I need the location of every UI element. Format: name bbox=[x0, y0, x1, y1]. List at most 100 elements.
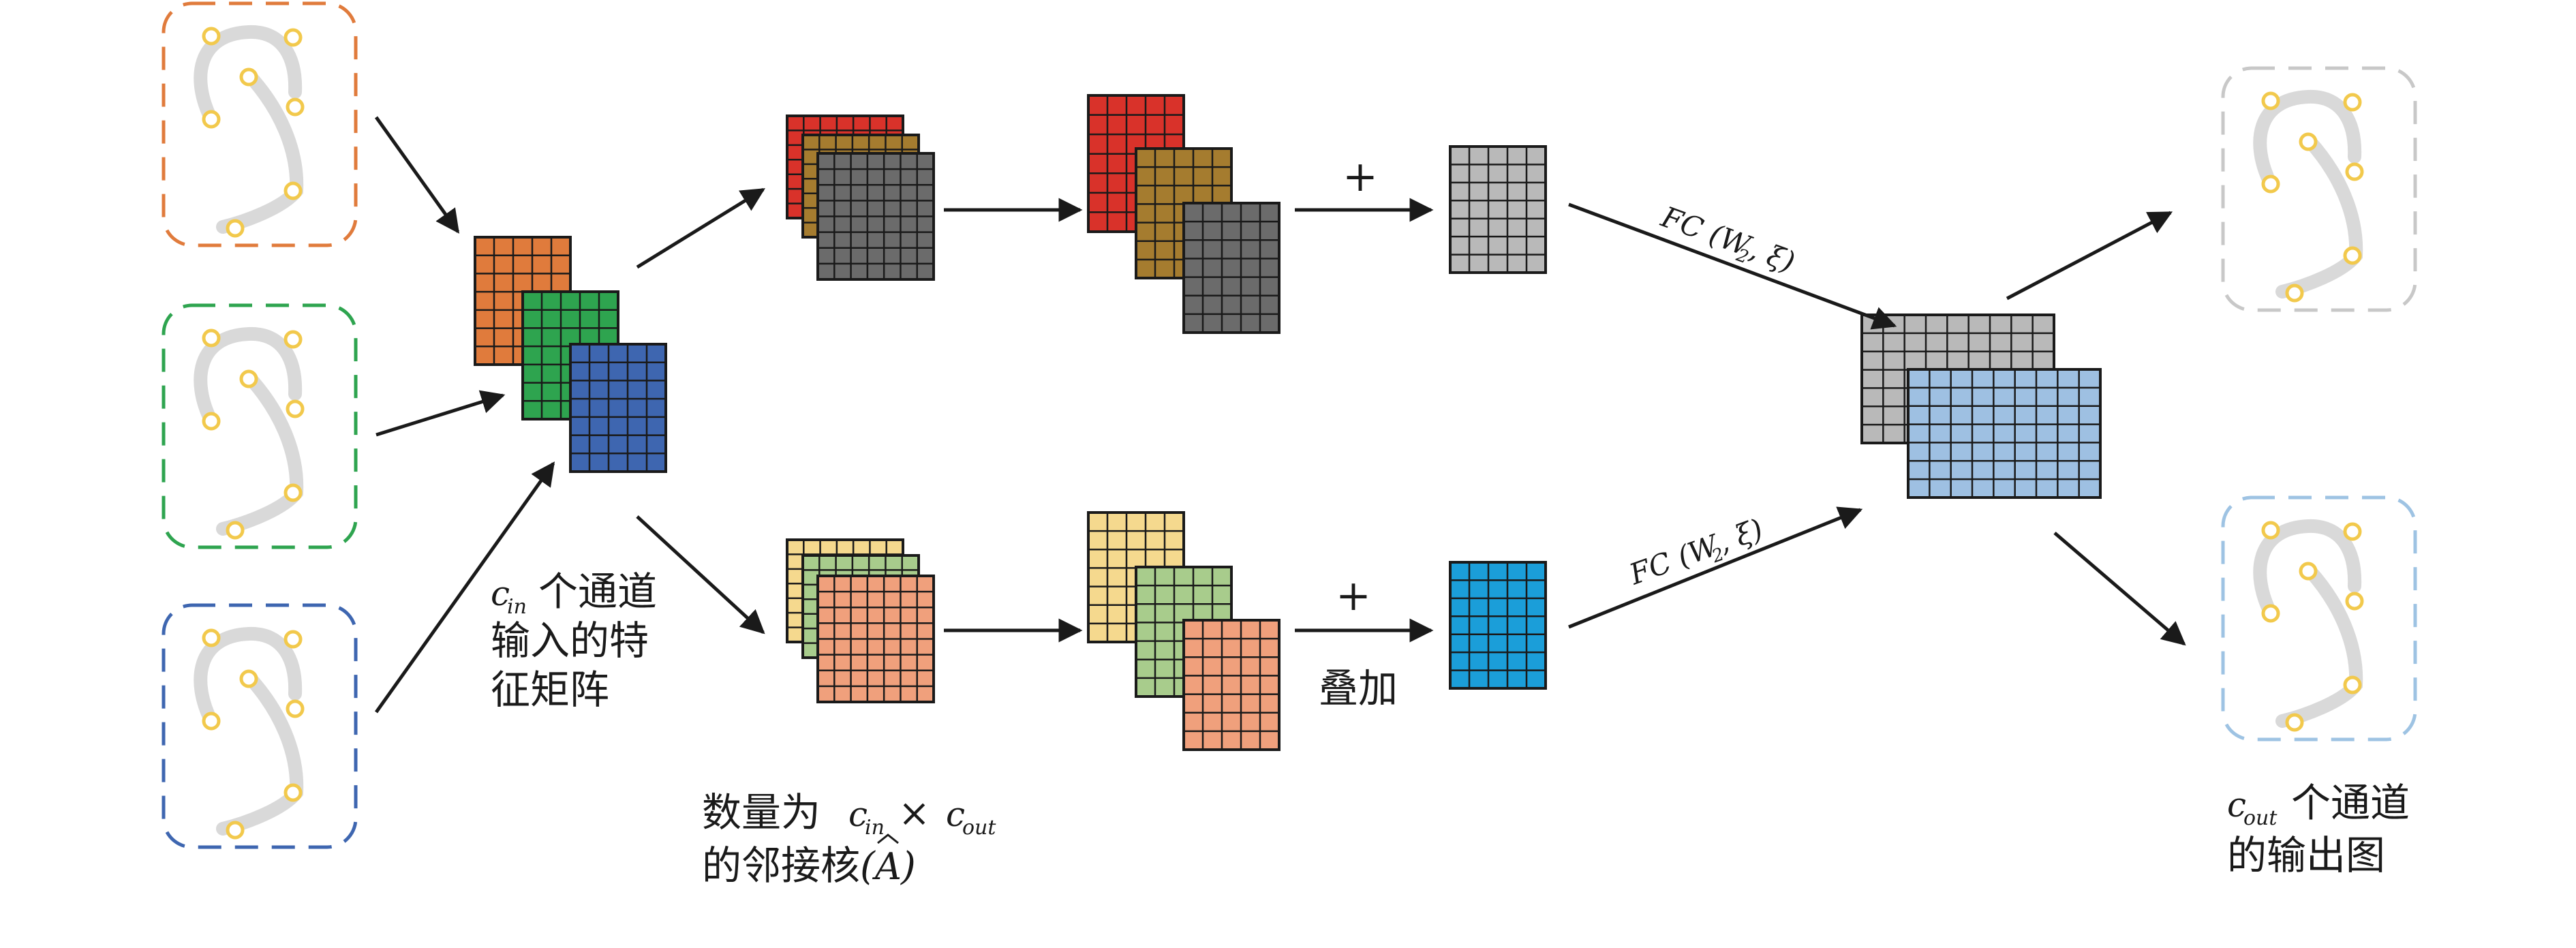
fc-top-label: FC (W 2 , ξ) bbox=[1657, 200, 1800, 279]
skeleton-output-blue-joint bbox=[2343, 675, 2362, 694]
skeleton-input-orange bbox=[162, 1, 358, 247]
skeleton-input-blue-joint bbox=[239, 669, 258, 688]
kernel-bottom-salmon bbox=[816, 575, 935, 703]
plus-bottom: + bbox=[1336, 570, 1371, 620]
skeleton-input-blue-joint bbox=[286, 699, 305, 718]
skeleton-input-green-frame bbox=[162, 303, 358, 549]
sum-top-gray-gridlines bbox=[1450, 147, 1546, 273]
skeleton-input-blue-joint bbox=[283, 783, 303, 802]
skeleton-output-gray-joint bbox=[2261, 174, 2280, 194]
arrow-bottom-fc bbox=[1568, 506, 1863, 629]
skeleton-input-orange-frame bbox=[162, 1, 358, 247]
skeleton-input-green-joint bbox=[226, 521, 245, 540]
skeleton-input-green-joint bbox=[283, 330, 303, 349]
skeleton-input-blue-bones bbox=[194, 626, 304, 836]
kernel-bottom-salmon-gridlines bbox=[818, 576, 934, 702]
c-out-symbol: c bbox=[946, 795, 965, 834]
skeleton-output-gray-frame bbox=[2221, 66, 2417, 312]
plus-top: + bbox=[1343, 151, 1378, 201]
kernel-label-line1: 数量为 bbox=[702, 789, 821, 836]
skeleton-input-orange-joint bbox=[202, 110, 221, 129]
input-matrix-blue-gridlines bbox=[570, 344, 666, 472]
kernel-count-label: 数量为 c in × c out 的邻接核 ( A ) bbox=[702, 789, 996, 889]
skeleton-input-orange-joint bbox=[202, 27, 221, 46]
skeleton-output-gray-joint bbox=[2299, 132, 2318, 151]
fc-bottom-text: FC (W bbox=[1625, 527, 1725, 592]
input-matrix-label: c in 个通道 输入的特 征矩阵 bbox=[491, 568, 657, 713]
stack-label: 叠加 bbox=[1319, 665, 1398, 712]
arrow-input-to-bottom-kernels bbox=[636, 515, 765, 634]
in-subscript: in bbox=[507, 595, 527, 619]
output-label-line2: 的输出图 bbox=[2227, 832, 2385, 878]
skeleton-output-gray-joint bbox=[2285, 284, 2304, 303]
skeleton-output-blue-joint bbox=[2343, 522, 2362, 541]
skeleton-input-orange-joint bbox=[239, 67, 258, 87]
c-out-symbol-output: c bbox=[2227, 785, 2246, 825]
combined-light-blue bbox=[1907, 368, 2102, 499]
paren-open: ( bbox=[860, 844, 876, 889]
skeleton-input-blue bbox=[162, 603, 358, 849]
skeleton-input-orange-joint bbox=[286, 97, 305, 117]
skeleton-input-green-bones bbox=[194, 326, 304, 536]
product-top-gray bbox=[1182, 202, 1281, 334]
arrows bbox=[374, 116, 2186, 714]
output-label-line1: 个通道 bbox=[2291, 780, 2410, 826]
product-top-gray-gridlines bbox=[1184, 203, 1279, 333]
skeleton-output-gray-joint bbox=[2345, 162, 2364, 181]
skeleton-output-blue-joint bbox=[2299, 562, 2318, 581]
skeleton-output-blue-joint bbox=[2345, 592, 2364, 611]
skeleton-input-orange-bones bbox=[194, 25, 304, 234]
arrow-blue-to-input bbox=[374, 461, 555, 714]
skeleton-input-orange-joint bbox=[226, 219, 245, 238]
input-matrix-blue bbox=[569, 343, 667, 473]
adjacency-symbol: A bbox=[872, 845, 902, 888]
combined-light-blue-gridlines bbox=[1908, 369, 2100, 498]
skeleton-input-blue-joint bbox=[202, 628, 221, 647]
skeleton-input-green bbox=[162, 303, 358, 549]
skeleton-input-green-joint bbox=[283, 483, 303, 502]
skeleton-output-gray bbox=[2221, 66, 2417, 312]
skeleton-input-blue-joint bbox=[202, 712, 221, 731]
output-label: c out 个通道 的输出图 bbox=[2227, 780, 2410, 878]
skeleton-input-green-joint bbox=[202, 328, 221, 348]
in-subscript-kernel: in bbox=[865, 816, 885, 840]
c-in-symbol: c bbox=[848, 795, 868, 834]
skeleton-input-green-joint bbox=[202, 412, 221, 431]
c-symbol: c bbox=[491, 574, 510, 613]
skeleton-output-blue-frame bbox=[2221, 495, 2417, 741]
arrow-to-gray-output bbox=[2006, 211, 2173, 301]
arrow-orange-to-input bbox=[374, 116, 460, 234]
skeleton-input-blue-frame bbox=[162, 603, 358, 849]
arrow-top-fc bbox=[1568, 202, 1897, 330]
hat-accent bbox=[877, 834, 899, 844]
arrow-input-to-top-kernels bbox=[636, 187, 765, 269]
kernel-label-line2: 的邻接核 bbox=[702, 842, 860, 889]
skeleton-output-blue-joint bbox=[2261, 604, 2280, 623]
kernel-top-gray bbox=[816, 152, 935, 281]
paren-close: ) bbox=[900, 844, 916, 889]
skeleton-output-gray-joint bbox=[2261, 91, 2280, 110]
arrow-green-to-input bbox=[375, 390, 506, 437]
kernel-top-gray-gridlines bbox=[818, 153, 934, 279]
skeleton-output-gray-joint bbox=[2343, 93, 2362, 112]
product-bottom-salmon bbox=[1182, 619, 1281, 751]
skeleton-input-orange-joint bbox=[283, 28, 303, 47]
skeleton-output-blue-bones bbox=[2253, 519, 2363, 728]
sum-bottom-cyan bbox=[1449, 561, 1547, 690]
skeleton-output-blue-joint bbox=[2261, 521, 2280, 540]
out-subscript-kernel: out bbox=[962, 816, 996, 840]
skeleton-output-gray-bones bbox=[2253, 89, 2363, 299]
skeleton-input-blue-joint bbox=[226, 821, 245, 840]
skeleton-output-blue bbox=[2221, 495, 2417, 741]
arrow-to-blue-output bbox=[2053, 532, 2186, 646]
skeleton-input-green-joint bbox=[239, 369, 258, 388]
input-label-line1: 个通道 bbox=[538, 568, 657, 615]
out-subscript-output: out bbox=[2243, 806, 2278, 830]
skeleton-output-blue-joint bbox=[2285, 713, 2304, 732]
skeleton-input-blue-joint bbox=[283, 630, 303, 649]
skeleton-output-gray-joint bbox=[2343, 246, 2362, 265]
sum-top-gray bbox=[1449, 145, 1547, 274]
input-label-line2: 输入的特 bbox=[491, 617, 649, 664]
input-label-line3: 征矩阵 bbox=[491, 667, 609, 713]
